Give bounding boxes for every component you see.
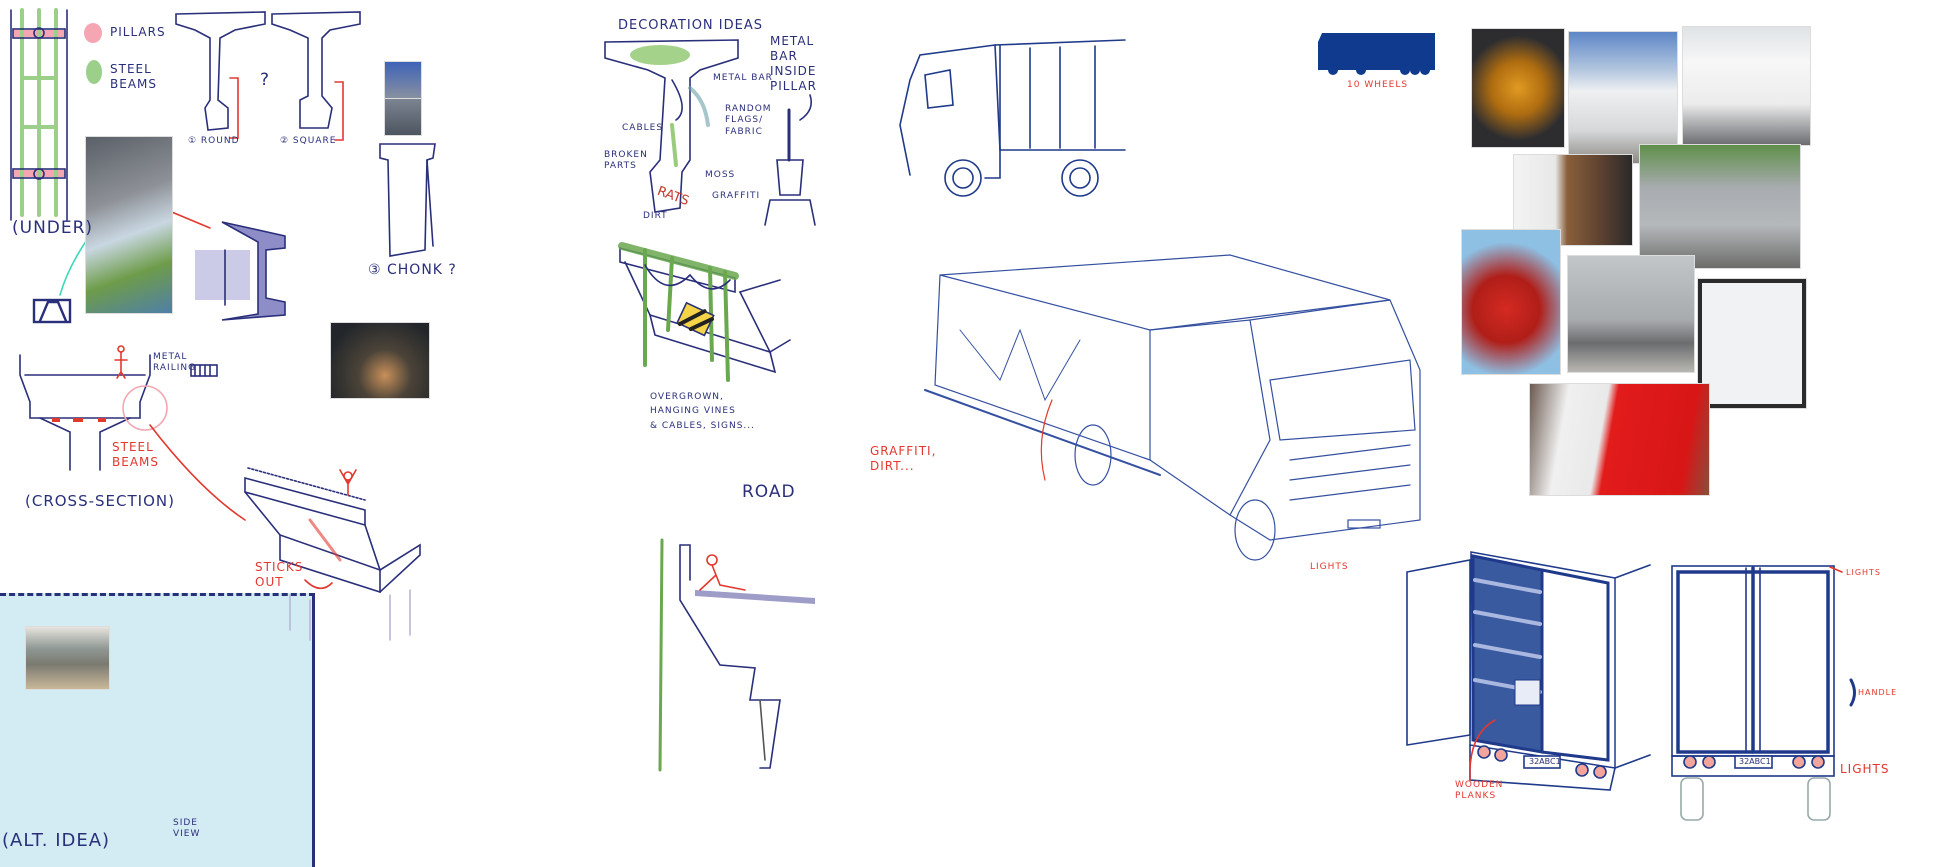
decorated-pillar-sketch: RATS bbox=[604, 39, 739, 213]
steel-beams-red-label: Steel beams bbox=[112, 440, 159, 469]
reference-photo-red-trailer bbox=[1530, 384, 1709, 495]
graffiti-tag: RATS bbox=[655, 184, 691, 209]
dirt-label: Dirt bbox=[643, 211, 668, 221]
legend-steel-beams-label: Steel beams bbox=[110, 62, 157, 91]
under-label: (Under) bbox=[12, 218, 94, 238]
truck-side-view-sketch bbox=[899, 39, 1126, 197]
question-mark: ? bbox=[260, 70, 271, 90]
under-view-sketch bbox=[10, 8, 68, 221]
moss-label: Moss bbox=[705, 170, 736, 180]
cross-section-label: (Cross-section) bbox=[25, 492, 175, 510]
option-square-label: ② Square bbox=[280, 136, 337, 146]
truck-perspective-sketch bbox=[924, 254, 1421, 561]
rear-view-door-sketch bbox=[1671, 565, 1856, 821]
license-plate-rear: 32ABC1 bbox=[1739, 757, 1771, 766]
handle-label: Handle bbox=[1858, 688, 1898, 697]
graffiti-label: Graffiti bbox=[712, 191, 761, 201]
reference-photo-orange-cab bbox=[1472, 29, 1564, 147]
reference-photo-overpass-2 bbox=[385, 99, 421, 135]
wooden-planks-label: Wooden planks bbox=[1455, 780, 1504, 802]
metal-bar-pillar-sketch bbox=[764, 94, 816, 226]
steel-i-beam-sketch bbox=[195, 221, 286, 321]
pillar-round-sketch bbox=[175, 11, 266, 139]
bridge-perspective-sketch bbox=[244, 467, 421, 641]
legend-swatches bbox=[84, 23, 102, 84]
ten-wheels-label: 10 wheels bbox=[1347, 80, 1409, 90]
reference-photo-alt-bridge bbox=[26, 627, 109, 689]
road-label: Road bbox=[742, 482, 796, 502]
broken-parts-label: Broken parts bbox=[604, 150, 648, 172]
open-rear-door-sketch bbox=[1406, 551, 1651, 791]
reference-photo-curtain-truck bbox=[1640, 145, 1800, 268]
alt-idea-title: (Alt. idea) bbox=[2, 830, 111, 851]
option-chonk-label: ③ Chonk ? bbox=[368, 262, 457, 278]
lights-front-label: Lights bbox=[1310, 562, 1349, 572]
graffiti-dirt-label: Graffiti, dirt... bbox=[870, 444, 937, 473]
reference-photo-red-cab bbox=[1462, 230, 1560, 374]
overgrown-bridge-sketch bbox=[618, 242, 791, 382]
reference-photo-white-truck bbox=[1569, 32, 1677, 163]
legend-pillars-label: Pillars bbox=[110, 25, 166, 39]
ten-wheels-silhouette bbox=[1318, 33, 1435, 75]
reference-photo-overpass-1 bbox=[385, 62, 421, 98]
option-round-label: ① Round bbox=[188, 136, 240, 146]
sticks-out-label: Sticks out bbox=[255, 560, 304, 589]
reference-photo-night-underpass bbox=[331, 323, 429, 398]
lights-bottom-label: Lights bbox=[1840, 762, 1890, 776]
decoration-ideas-title: Decoration ideas bbox=[618, 18, 763, 33]
reference-photo-rear-doors bbox=[1698, 279, 1806, 408]
side-view-label: Side view bbox=[173, 818, 201, 840]
road-edge-sketch bbox=[658, 538, 815, 772]
cross-section-sketch bbox=[19, 345, 246, 521]
reference-photo-box-truck-open bbox=[1683, 27, 1810, 145]
box-girder-icon bbox=[32, 298, 72, 324]
pillar-chonk-sketch bbox=[379, 143, 436, 257]
pillar-square-sketch bbox=[271, 11, 361, 141]
random-flags-label: Random flags/ fabric bbox=[725, 104, 772, 137]
overgrown-label: Overgrown, hanging vines & cables, signs… bbox=[650, 392, 755, 431]
license-plate-open: 32ABC1 bbox=[1529, 757, 1561, 766]
cables-label: Cables bbox=[622, 123, 664, 133]
metal-railing-label: Metal railing bbox=[153, 352, 197, 374]
reference-photo-bridge-underside bbox=[86, 137, 172, 313]
lights-top-label: Lights bbox=[1846, 568, 1881, 577]
metal-bar-label: Metal bar bbox=[713, 73, 773, 83]
metal-bar-inside-pillar-label: Metal bar inside pillar bbox=[770, 34, 817, 93]
reference-photo-roller-shutter bbox=[1568, 256, 1694, 372]
